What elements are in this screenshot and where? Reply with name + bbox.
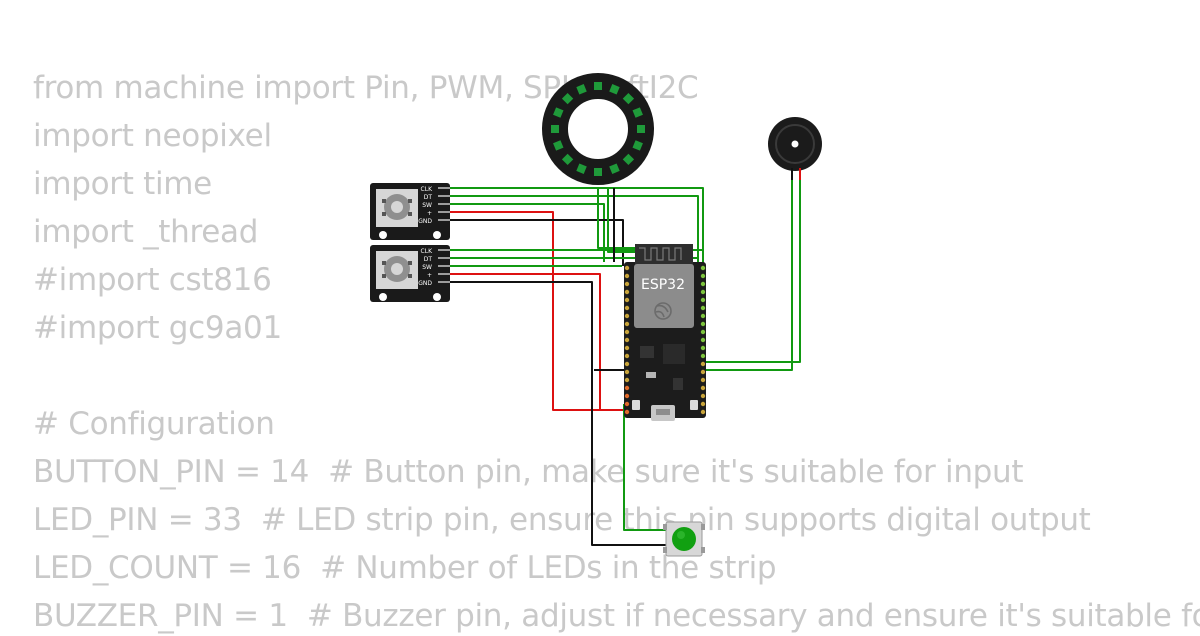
esp32-board[interactable]: ESP32 <box>624 244 706 421</box>
header-pin[interactable] <box>624 409 630 415</box>
header-pin[interactable] <box>700 377 706 383</box>
header-pin[interactable] <box>624 377 630 383</box>
header-pin[interactable] <box>700 273 706 279</box>
header-pin[interactable] <box>700 265 706 271</box>
header-pin[interactable] <box>624 313 630 319</box>
neopixel-ring[interactable] <box>542 73 654 185</box>
wire-button-signal[interactable] <box>623 404 668 531</box>
header-pin[interactable] <box>624 401 630 407</box>
header-pin[interactable] <box>624 281 630 287</box>
ring-led <box>551 125 559 133</box>
ring-led <box>576 84 587 95</box>
button-cap[interactable] <box>672 527 696 551</box>
header-pin[interactable] <box>700 401 706 407</box>
header-pin[interactable] <box>624 305 630 311</box>
header-pin[interactable] <box>700 297 706 303</box>
header-pin[interactable] <box>700 353 706 359</box>
header-pin[interactable] <box>624 345 630 351</box>
piezo-buzzer[interactable] <box>768 117 822 180</box>
header-pin[interactable] <box>624 321 630 327</box>
encoder-pin-label: DT <box>424 256 433 263</box>
usb-uart-chip <box>663 344 685 364</box>
rotary-encoder-2[interactable]: CLK DT SW + GND <box>370 245 450 302</box>
header-pin[interactable] <box>700 313 706 319</box>
wire-enc2-vcc[interactable] <box>450 273 601 410</box>
header-pin[interactable] <box>700 289 706 295</box>
ring-led <box>632 140 643 151</box>
header-pin[interactable] <box>624 353 630 359</box>
header-pin[interactable] <box>624 329 630 335</box>
smd-part <box>673 378 683 390</box>
header-pin[interactable] <box>700 385 706 391</box>
espressif-logo-icon <box>654 302 672 320</box>
ring-led <box>609 84 620 95</box>
encoder-pin-label: + <box>427 272 432 279</box>
header-pin[interactable] <box>624 289 630 295</box>
header-pin[interactable] <box>624 369 630 375</box>
header-pin[interactable] <box>700 345 706 351</box>
ring-led <box>637 125 645 133</box>
header-pin[interactable] <box>624 393 630 399</box>
ring-led <box>594 82 602 90</box>
encoder-pin-label: SW <box>422 202 432 209</box>
header-pin[interactable] <box>624 273 630 279</box>
ring-led <box>553 107 564 118</box>
encoder-pin-label: SW <box>422 264 432 271</box>
header-pin[interactable] <box>700 369 706 375</box>
ring-led <box>594 168 602 176</box>
encoder-pin-label: GND <box>418 280 432 287</box>
header-pin[interactable] <box>624 265 630 271</box>
smd-part <box>646 372 656 378</box>
header-pin[interactable] <box>700 361 706 367</box>
encoder-pin-label: GND <box>418 218 432 225</box>
ring-led <box>632 107 643 118</box>
esp32-label: ESP32 <box>641 277 685 293</box>
header-pin[interactable] <box>700 321 706 327</box>
wire-enc1-sw[interactable] <box>450 203 605 262</box>
reset-button[interactable] <box>690 400 698 410</box>
wire-enc2-clk[interactable] <box>450 249 704 264</box>
encoder-pin-label: CLK <box>421 186 434 193</box>
ring-led <box>609 163 620 174</box>
esp32-module <box>634 264 694 328</box>
regulator-chip <box>640 346 654 358</box>
wire-enc2-gnd[interactable] <box>450 281 668 546</box>
boot-button[interactable] <box>632 400 640 410</box>
encoder-pin-label: + <box>427 210 432 217</box>
wire-enc1-vcc[interactable] <box>450 211 625 411</box>
wire-enc1-clk[interactable] <box>450 187 704 264</box>
header-pin[interactable] <box>624 337 630 343</box>
pin-header-right <box>700 265 706 415</box>
ring-led <box>576 163 587 174</box>
pcb-antenna <box>635 244 693 266</box>
buzzer-hole-icon <box>791 140 799 148</box>
header-pin[interactable] <box>624 385 630 391</box>
pushbutton[interactable] <box>663 521 705 557</box>
ring-led <box>553 140 564 151</box>
header-pin[interactable] <box>700 281 706 287</box>
encoder-pin-label: CLK <box>421 248 434 255</box>
wire-enc1-dt[interactable] <box>450 195 699 264</box>
header-pin[interactable] <box>624 297 630 303</box>
rotary-encoder-1[interactable]: CLK DT SW + GND <box>370 183 450 240</box>
pin-header-left <box>624 265 630 415</box>
header-pin[interactable] <box>700 305 706 311</box>
header-pin[interactable] <box>624 361 630 367</box>
wire-ring-data[interactable] <box>597 188 637 249</box>
encoder-pin-label: DT <box>424 194 433 201</box>
header-pin[interactable] <box>700 409 706 415</box>
header-pin[interactable] <box>700 393 706 399</box>
wires <box>450 170 801 546</box>
wire-buzzer-neg[interactable] <box>706 170 793 371</box>
header-pin[interactable] <box>700 329 706 335</box>
header-pin[interactable] <box>700 337 706 343</box>
